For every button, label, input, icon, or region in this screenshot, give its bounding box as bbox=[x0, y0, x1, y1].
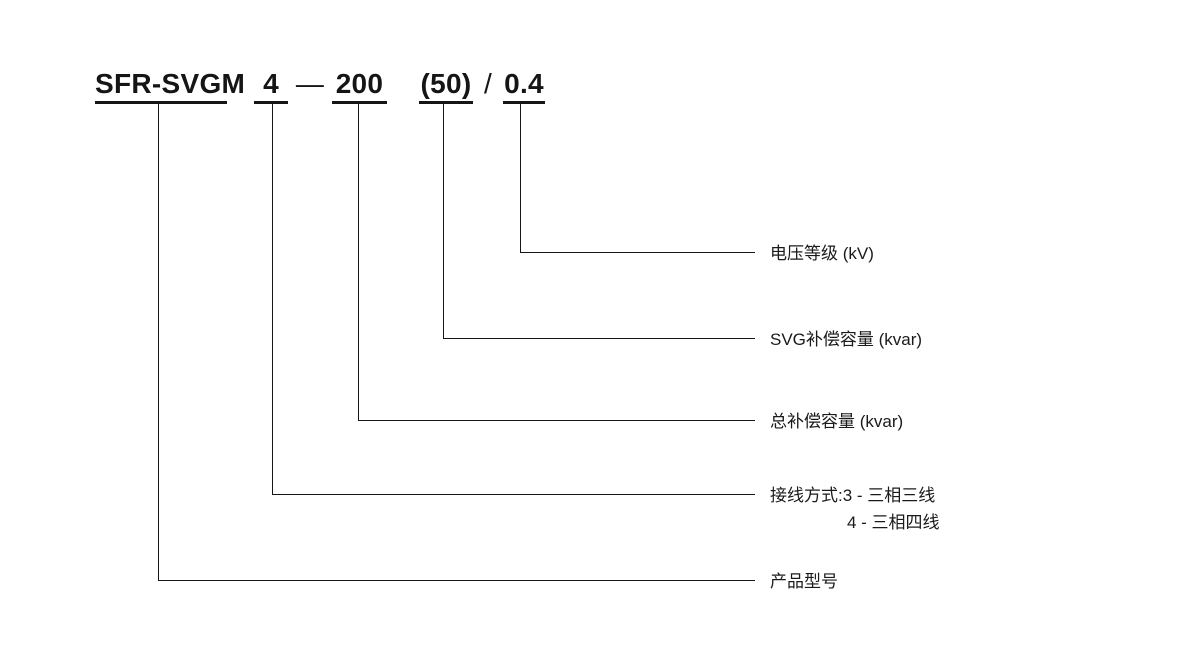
connector-total-capacity bbox=[358, 104, 755, 421]
model-code-wiring-digit: 4 bbox=[263, 68, 279, 99]
label-wiring-mode-line1: 接线方式:3 - 三相三线 bbox=[770, 486, 936, 505]
model-code-slash: / bbox=[483, 68, 493, 99]
model-code-prefix: SFR-SVGM bbox=[95, 68, 246, 99]
underline-prefix bbox=[95, 101, 227, 104]
underline-svg-capacity bbox=[419, 101, 473, 104]
underline-voltage bbox=[503, 101, 545, 104]
model-code-dash: — bbox=[295, 68, 325, 99]
label-voltage-grade: 电压等级 (kV) bbox=[770, 244, 874, 263]
underline-total-capacity bbox=[332, 101, 387, 104]
connector-wiring bbox=[272, 104, 755, 495]
connector-product-model bbox=[158, 104, 755, 581]
model-code-total-capacity: 200 bbox=[335, 68, 384, 99]
label-product-model: 产品型号 bbox=[770, 572, 838, 591]
connector-svg-capacity bbox=[443, 104, 755, 339]
label-total-capacity: 总补偿容量 (kvar) bbox=[770, 412, 904, 431]
label-svg-capacity: SVG补偿容量 (kvar) bbox=[770, 330, 923, 349]
model-code-voltage: 0.4 bbox=[504, 68, 544, 99]
label-wiring-mode-line2: 4 - 三相四线 bbox=[847, 513, 940, 532]
underline-wiring bbox=[254, 101, 288, 104]
connector-voltage bbox=[520, 104, 755, 253]
model-code-svg-capacity: (50) bbox=[420, 68, 472, 99]
